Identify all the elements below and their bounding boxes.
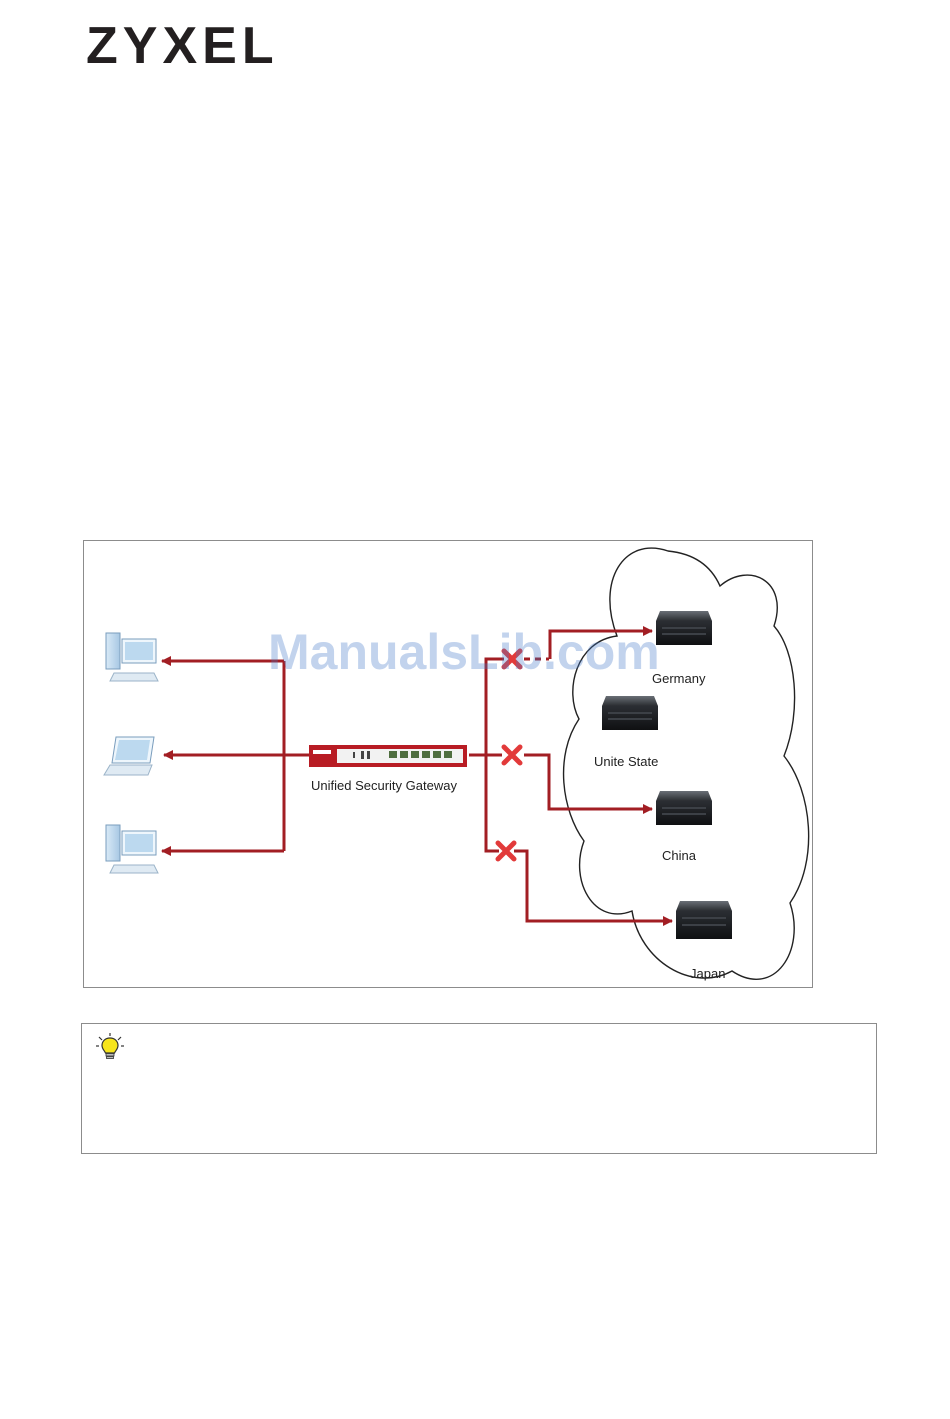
lan-links bbox=[162, 661, 309, 851]
server-label-china: China bbox=[662, 848, 696, 863]
server-unite-state-icon bbox=[602, 696, 658, 730]
server-label-germany: Germany bbox=[652, 671, 705, 686]
security-gateway-icon bbox=[309, 745, 467, 767]
desktop-pc-icon bbox=[106, 825, 158, 873]
zyxel-logo: ZYXEL bbox=[86, 14, 279, 78]
server-japan-icon bbox=[676, 901, 732, 939]
diagram-canvas bbox=[84, 541, 814, 989]
watermark: ManualsLib.com bbox=[268, 623, 708, 681]
laptop-icon bbox=[104, 737, 154, 775]
tip-box bbox=[81, 1023, 877, 1154]
server-label-unite-state: Unite State bbox=[594, 754, 658, 769]
lightbulb-icon bbox=[94, 1032, 126, 1062]
desktop-pc-icon bbox=[106, 633, 158, 681]
server-china-icon bbox=[656, 791, 712, 825]
gateway-label: Unified Security Gateway bbox=[311, 778, 457, 793]
server-label-japan: Japan bbox=[690, 966, 725, 981]
network-diagram: ManualsLib.com Unified Security Gateway … bbox=[83, 540, 813, 988]
